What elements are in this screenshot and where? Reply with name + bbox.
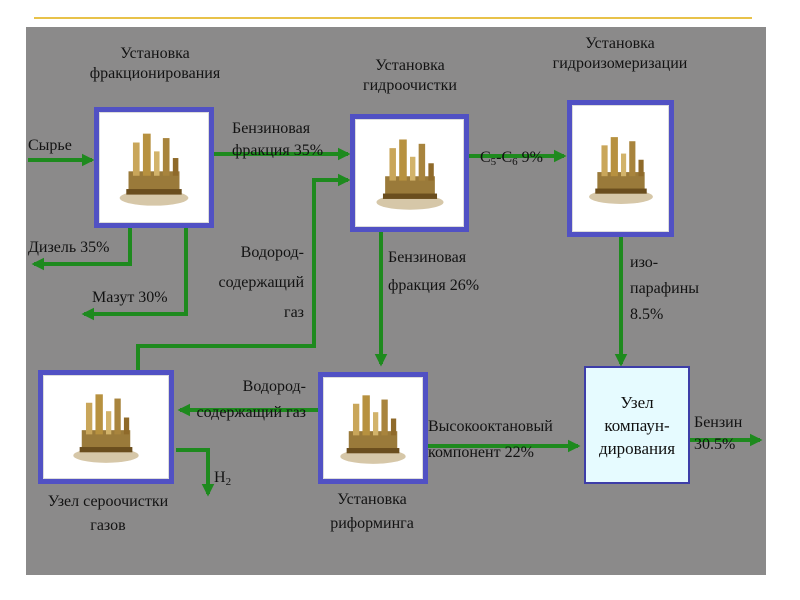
gasoline-26-label: Бензиновая фракция 26%: [388, 244, 479, 300]
refinery-icon: [115, 127, 193, 209]
hydrotreating-unit-box: [350, 114, 469, 232]
refinery-icon: [66, 388, 146, 466]
diesel-label: Дизель 35%: [28, 238, 110, 258]
refinery-icon: [336, 389, 410, 467]
refinery-icon: [372, 133, 448, 213]
hydrotreating-unit-label: Установка гидроочистки: [330, 56, 490, 96]
arrow-h2-out: [176, 450, 208, 494]
fuel-oil-label: Мазут 30%: [92, 288, 168, 308]
fractionation-unit-label: Установка фракционирования: [70, 44, 240, 84]
reforming-unit-label: Установка риформинга: [310, 488, 434, 536]
gasoline-out-label: Бензин 30.5%: [694, 412, 742, 456]
reforming-unit-box: [318, 372, 428, 484]
hydroisomerization-unit-box: [567, 100, 674, 237]
c5c6-label: C5-C6 9%: [480, 128, 543, 172]
blending-unit-box: Узел компаун- дирования: [584, 366, 690, 484]
isoparaffins-label: изо- парафины 8.5%: [630, 250, 699, 328]
high-octane-label: Высокооктановый компонент 22%: [428, 414, 553, 466]
gas-cleaning-unit-box: [38, 370, 174, 484]
hydrogen-gas-label-1: Водород- содержащий газ: [186, 238, 304, 328]
hydroisomerization-unit-label: Установка гидроизомеризации: [530, 34, 710, 74]
h2-label: H2: [214, 448, 231, 492]
refinery-icon: [585, 127, 657, 211]
hydrogen-gas-label-2: Водород- содержащий газ: [172, 374, 306, 426]
gas-cleaning-unit-label: Узел сероочистки газов: [28, 490, 188, 538]
fractionation-unit-box: [94, 107, 214, 228]
feed-label: Сырье: [28, 136, 72, 156]
gasoline-35-label: Бензиновая фракция 35%: [232, 118, 323, 162]
